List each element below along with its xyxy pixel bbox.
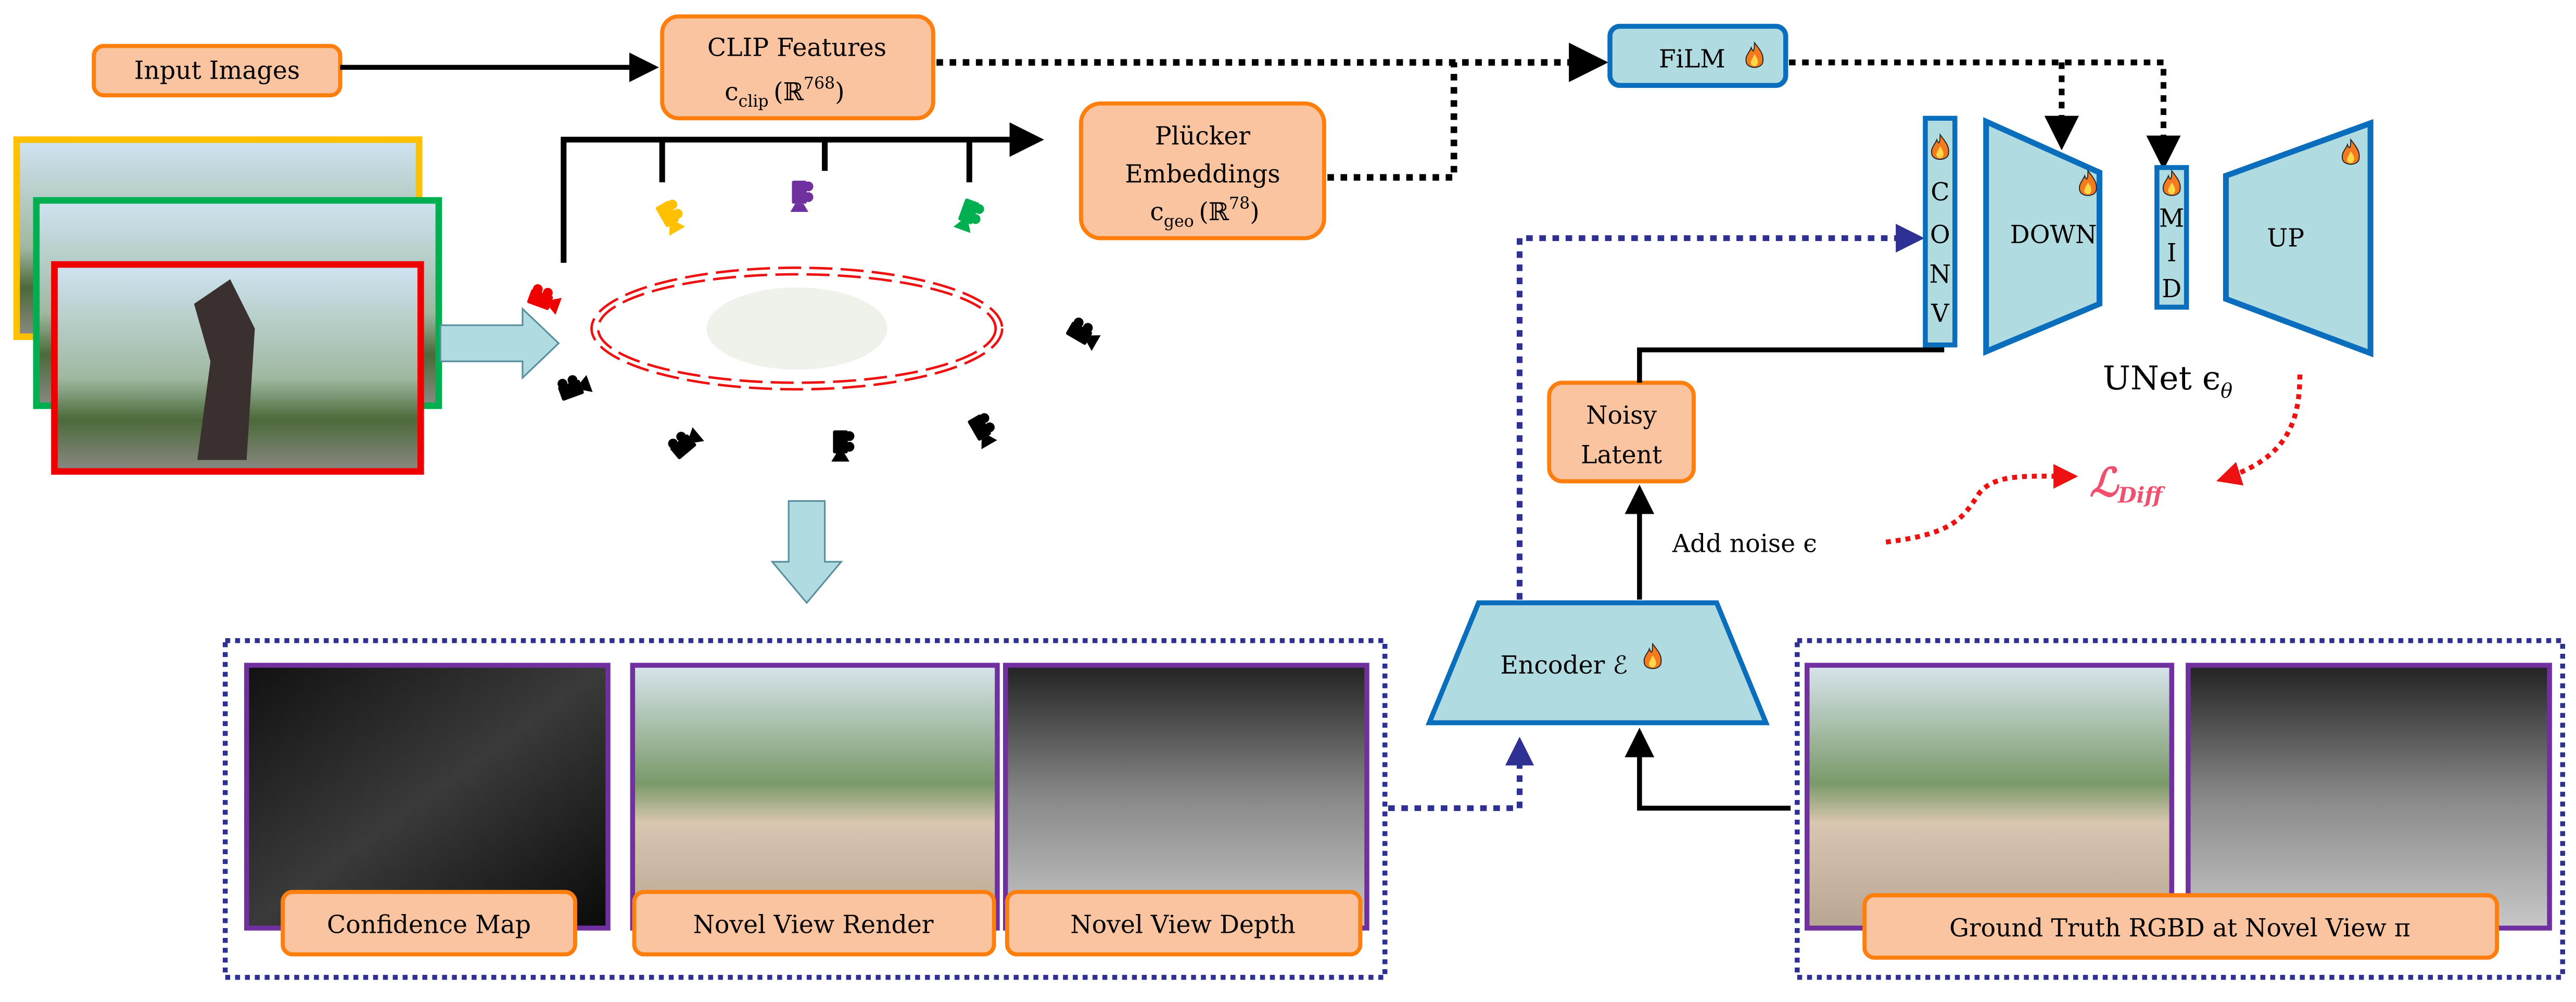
mid-block: M I D — [2154, 165, 2189, 310]
svg-text:cgeo(ℝ78): cgeo(ℝ78) — [1150, 194, 1259, 231]
diffusion-loss-label: ℒDiff — [2090, 459, 2166, 508]
svg-text:UP: UP — [2267, 224, 2304, 252]
svg-text:Ground Truth RGBD at Novel Vie: Ground Truth RGBD at Novel View π — [1949, 914, 2410, 943]
camera-icon — [831, 430, 855, 462]
film-to-mid-arrow — [1788, 59, 2181, 170]
svg-text:Plücker: Plücker — [1155, 122, 1251, 151]
gt-to-encoder-arrow — [1625, 727, 1791, 811]
arrow-icon — [770, 500, 843, 604]
camera-icon — [526, 282, 564, 315]
plucker-embeddings-box: Plücker Embeddings cgeo(ℝ78) — [1078, 101, 1326, 240]
encoder-box: Encoder ℰ — [1425, 600, 1770, 726]
input-photo-stack — [13, 136, 442, 475]
svg-text:Novel View Depth: Novel View Depth — [1070, 910, 1296, 939]
unet-label: UNet ϵθ — [2103, 359, 2233, 402]
camera-icon — [653, 197, 690, 236]
svg-text:cclip(ℝ768): cclip(ℝ768) — [725, 74, 845, 111]
svg-text:D: D — [2162, 275, 2181, 303]
unet: C O N V DOWN M I D UP UNet ϵθ — [1923, 116, 2374, 402]
latent-to-conv-arrow — [1637, 310, 1957, 383]
svg-text:Embeddings: Embeddings — [1125, 160, 1280, 188]
ground-truth-label: Ground Truth RGBD at Novel View π — [1862, 893, 2499, 960]
novel-view-depth-image — [1003, 663, 1369, 931]
add-noise-label: Add noise ϵ — [1672, 529, 1817, 558]
svg-text:FiLM: FiLM — [1659, 45, 1725, 73]
ground-truth-rgb-image — [1804, 663, 2175, 931]
camera-icon — [1064, 315, 1103, 351]
down-block: DOWN — [1983, 117, 2102, 356]
up-block: UP — [2223, 119, 2374, 358]
svg-text:Confidence Map: Confidence Map — [327, 910, 531, 939]
svg-text:Noisy: Noisy — [1586, 401, 1657, 430]
novel-view-render-image — [630, 663, 1000, 931]
camera-ring — [526, 181, 1103, 462]
svg-text:Novel View Render: Novel View Render — [693, 910, 934, 939]
noise-to-loss-arrow — [1885, 464, 2078, 545]
svg-text:M: M — [2159, 204, 2184, 233]
clip-title: CLIP Features — [707, 33, 886, 62]
camera-icon — [665, 423, 704, 461]
svg-text:Latent: Latent — [1581, 441, 1662, 470]
noisy-latent-box: Noisy Latent — [1547, 380, 1696, 484]
camera-icon — [953, 197, 986, 235]
film-box: FiLM — [1607, 23, 1788, 88]
svg-text:Encoder ℰ: Encoder ℰ — [1500, 651, 1628, 680]
camera-icon — [790, 181, 814, 212]
svg-text:V: V — [1931, 300, 1949, 328]
svg-text:O: O — [1930, 221, 1950, 249]
svg-text:I: I — [2167, 239, 2177, 268]
camera-icon — [966, 410, 1001, 449]
novel-view-depth-label: Novel View Depth — [1005, 890, 1363, 957]
svg-text:DOWN: DOWN — [2010, 221, 2097, 249]
ground-truth-depth-image — [2186, 663, 2552, 931]
encoder-to-conv-arrow — [1516, 223, 1925, 600]
camera-rays-arrow — [561, 122, 1044, 263]
arrow-icon — [439, 307, 560, 380]
confidence-map-image — [244, 663, 611, 931]
camera-icon — [555, 370, 593, 403]
conv-block: C O N V — [1923, 116, 1958, 348]
unet-to-loss-arrow — [2216, 374, 2303, 486]
svg-text:N: N — [1930, 260, 1951, 289]
render-to-encoder-arrow — [1388, 737, 1534, 811]
clip-features-box: CLIP Features cclip(ℝ768) — [660, 14, 935, 121]
novel-view-render-label: Novel View Render — [632, 890, 996, 957]
input-images-label: Input Images — [134, 56, 300, 85]
plucker-to-film-arrow — [1327, 62, 1457, 181]
svg-text:C: C — [1931, 178, 1949, 207]
input-images-box: Input Images — [92, 44, 342, 97]
confidence-map-label: Confidence Map — [281, 890, 577, 957]
